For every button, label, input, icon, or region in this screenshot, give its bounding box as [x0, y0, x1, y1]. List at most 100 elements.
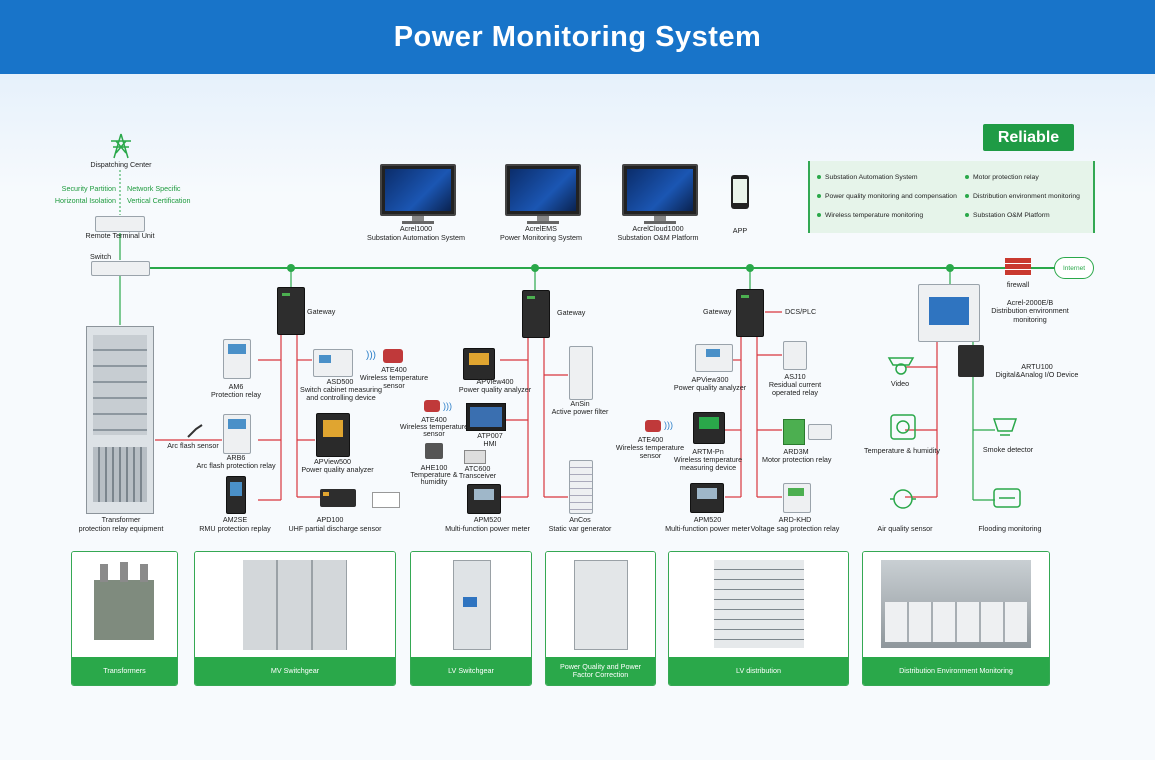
video-label: Video — [890, 379, 910, 388]
internet-cloud-icon: Internet — [1054, 257, 1094, 279]
acrelcloud-name: AcrelCloud1000 — [632, 224, 684, 233]
gateway-2-label: Gateway — [557, 308, 586, 317]
apview500-device — [316, 413, 350, 457]
air-quality-icon — [890, 489, 916, 509]
wireless-icon: ))) — [366, 350, 376, 361]
ate400-2-name: ATE400 — [421, 415, 447, 424]
acrel-2000eb-device — [918, 284, 980, 342]
apview500-name: APView500 — [313, 457, 352, 466]
acrelems-desc: Power Monitoring System — [500, 233, 582, 242]
apm520-2-name: APM520 — [693, 515, 722, 524]
acrel1000-desc: Substation Automation System — [367, 233, 465, 242]
ate400-2-desc1: Wireless temperature — [399, 422, 469, 431]
ate400-2-desc2: sensor — [423, 429, 445, 438]
cabinet-name: Transformer — [101, 515, 141, 524]
asd500-device — [313, 349, 353, 377]
card-caption: Transformers — [72, 657, 177, 685]
ard-khd-name: ARD-KHD — [778, 515, 812, 524]
ancos-desc: Static var generator — [548, 524, 612, 533]
asd500-name: ASD500 — [326, 377, 354, 386]
rtu-label: Remote Terminal Unit — [85, 231, 155, 240]
ahe100-sensor — [425, 443, 443, 459]
card-caption: LV Switchgear — [411, 657, 531, 685]
acrel-2000eb-desc1: Distribution environment — [991, 306, 1069, 315]
feature-item: Substation O&M Platform — [965, 212, 1050, 219]
atp007-hmi — [466, 403, 506, 431]
feature-item: Motor protection relay — [965, 174, 1039, 181]
feature-item: Substation Automation System — [817, 174, 918, 181]
apm520-2-device — [690, 483, 724, 513]
ard3m-desc: Motor protection relay — [762, 455, 832, 464]
apm520-2-desc: Multi-function power meter — [665, 524, 750, 533]
network-specific-label: Network Specific — [127, 184, 181, 193]
mv-switchgear-image — [195, 552, 395, 655]
lv-switchgear-image — [411, 552, 531, 655]
artm-name: ARTM-Pn — [692, 447, 724, 456]
artu100-device — [958, 345, 984, 377]
security-partition-label: Security Partition — [61, 184, 116, 193]
apm520-name: APM520 — [473, 515, 502, 524]
asj10-device — [783, 341, 807, 370]
apm520-desc: Multi-function power meter — [445, 524, 530, 533]
phone-icon — [731, 175, 749, 209]
gateway-3 — [736, 289, 764, 337]
asj10-name: ASJ10 — [784, 372, 806, 381]
ancos-device — [569, 460, 593, 514]
lv-distribution-image — [669, 552, 848, 655]
apview500-desc: Power quality analyzer — [301, 465, 374, 474]
ahe100-desc1: Temperature & — [410, 470, 458, 479]
wireless-icon-2: ))) — [443, 401, 452, 411]
ard-khd-device — [783, 483, 811, 513]
ansin-device — [569, 346, 593, 400]
feature-item: Power quality monitoring and compensatio… — [817, 193, 957, 200]
dcs-plc-label: DCS/PLC — [785, 307, 817, 316]
am6-desc: Protection relay — [211, 390, 261, 399]
acrel-2000eb-name: Acrel-2000E/B — [1006, 298, 1054, 307]
apd100-name: APD100 — [316, 515, 344, 524]
am2se-device — [226, 476, 246, 514]
temp-humidity-label: Temperature & humidity — [864, 446, 940, 455]
horizontal-isolation-label: Horizontal Isolation — [54, 196, 116, 205]
card-mv-switchgear: MV Switchgear — [194, 551, 396, 686]
card-caption: Distribution Environment Monitoring — [863, 657, 1049, 685]
firewall-icon — [1005, 258, 1031, 276]
apd100-desc: UHF partial discharge sensor — [288, 524, 382, 533]
arc-sensor-label: Arc flash sensor — [167, 441, 219, 450]
feature-item: Wireless temperature monitoring — [817, 212, 923, 219]
apview300-desc: Power quality analyzer — [673, 383, 747, 392]
ahe100-desc2: humidity — [420, 477, 448, 486]
card-transformers: Transformers — [71, 551, 178, 686]
apd100-device — [320, 489, 356, 507]
col1-red-bus — [155, 333, 282, 501]
gateway-1 — [277, 287, 305, 335]
ansin-name: AnSin — [570, 399, 590, 408]
am6-name: AM6 — [228, 382, 244, 391]
power-quality-image — [546, 552, 655, 655]
artm-desc2: measuring device — [679, 463, 737, 472]
card-lv-switchgear: LV Switchgear — [410, 551, 532, 686]
smoke-detector-icon — [992, 418, 1018, 436]
am6-device — [223, 339, 251, 379]
asd500-desc1: Switch cabinet measuring — [300, 385, 382, 394]
vertical-certification-label: Vertical Certification — [127, 196, 191, 205]
asd500-desc2: and controlling device — [306, 393, 376, 402]
ate400-sensor-icon-3 — [645, 420, 661, 432]
ard-khd-desc: Voltage sag protection relay — [750, 524, 840, 533]
card-caption: LV distribution — [669, 657, 848, 685]
ate400-3-desc1: Wireless temperature — [615, 443, 685, 452]
arb6-desc: Arc flash protection relay — [196, 461, 276, 470]
acrelcloud-monitor — [622, 164, 698, 224]
ard3m-device — [783, 419, 805, 445]
ansin-desc: Active power filter — [551, 407, 609, 416]
acrel-2000eb-desc2: monitoring — [1013, 315, 1047, 324]
app-label: APP — [732, 226, 748, 235]
gateway-1-label: Gateway — [307, 307, 336, 316]
arc-sensor-icon — [187, 424, 203, 438]
page-title: Power Monitoring System — [393, 20, 762, 53]
am2se-desc: RMU protection replay — [199, 524, 271, 533]
card-caption: Power Quality and Power Factor Correctio… — [546, 657, 655, 685]
environment-image — [863, 552, 1049, 655]
gateway-3-label: Gateway — [703, 307, 732, 316]
card-caption: MV Switchgear — [195, 657, 395, 685]
